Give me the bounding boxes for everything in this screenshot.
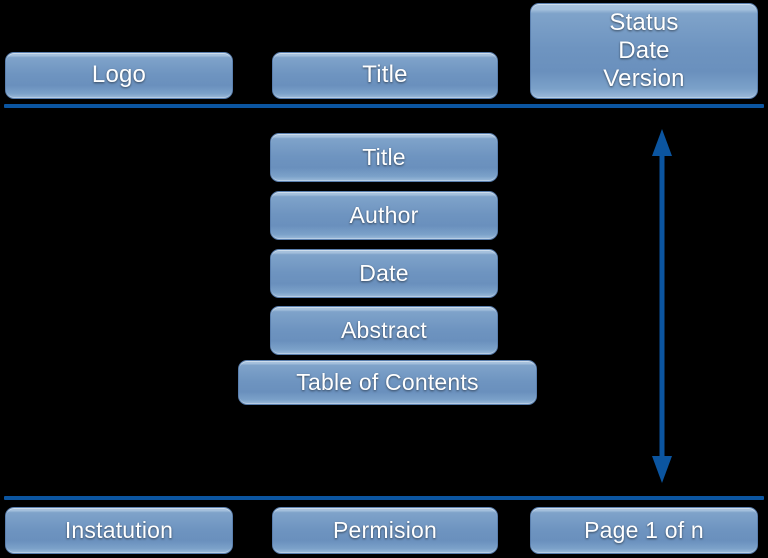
body-block-author[interactable]: Author (270, 191, 498, 240)
content-height-arrow (645, 126, 679, 486)
arrow-head-up (652, 129, 672, 156)
body-block-author-label: Author (349, 201, 419, 228)
footer-permission-box[interactable]: Permision (272, 507, 498, 554)
body-block-toc-label: Table of Contents (296, 368, 479, 395)
body-block-date-label: Date (359, 259, 409, 286)
footer-institution-box[interactable]: Instatution (5, 507, 233, 554)
header-meta-stack: Status Date Version (603, 9, 684, 94)
arrow-shaft (659, 152, 665, 460)
header-logo-box[interactable]: Logo (5, 52, 233, 99)
footer-divider-rule (4, 496, 764, 500)
header-title-label: Title (362, 61, 408, 89)
header-meta-date: Date (618, 36, 670, 64)
header-logo-label: Logo (91, 61, 147, 89)
body-block-abstract[interactable]: Abstract (270, 306, 498, 355)
footer-permission-label: Permision (332, 516, 438, 543)
header-meta-version: Version (603, 65, 685, 93)
header-title-box[interactable]: Title (272, 52, 498, 99)
body-block-date[interactable]: Date (270, 249, 498, 298)
body-block-table-of-contents[interactable]: Table of Contents (238, 360, 537, 405)
body-block-title[interactable]: Title (270, 133, 498, 182)
footer-pagination-label: Page 1 of n (584, 516, 704, 543)
header-meta-box[interactable]: Status Date Version (530, 3, 758, 99)
footer-pagination-box[interactable]: Page 1 of n (530, 507, 758, 554)
header-meta-status: Status (609, 8, 679, 36)
body-block-abstract-label: Abstract (341, 316, 427, 343)
arrow-head-down (652, 456, 672, 483)
header-divider-rule (4, 104, 764, 108)
body-block-title-label: Title (362, 143, 406, 170)
footer-institution-label: Instatution (64, 516, 174, 543)
